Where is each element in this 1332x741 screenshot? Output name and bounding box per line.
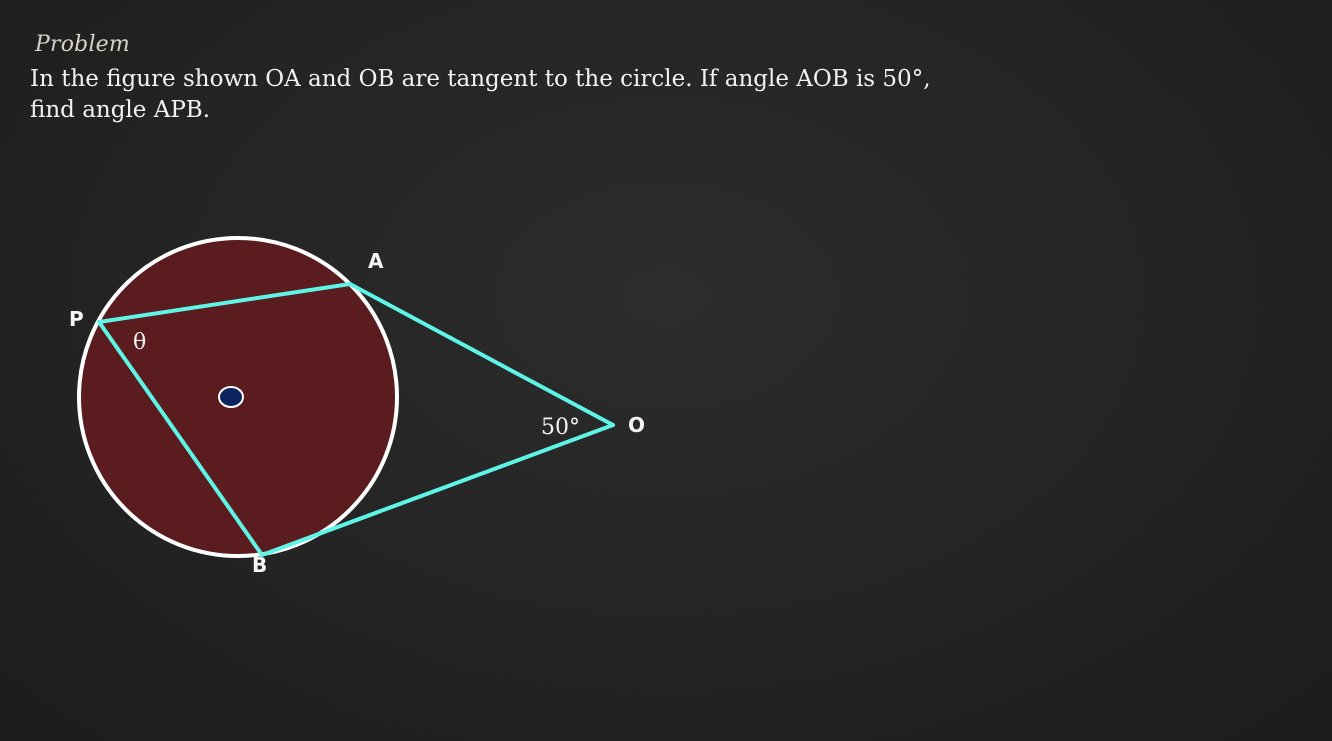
tangent-OB [260, 423, 615, 557]
problem-text-line-2: find angle APB. [30, 97, 211, 123]
chord-PB [97, 320, 264, 557]
point-label-B: B [252, 553, 267, 577]
chord-PA [97, 282, 352, 324]
slide-heading: Problem [35, 32, 130, 57]
tangent-OA [348, 282, 615, 427]
angle-label-theta: θ [133, 330, 146, 355]
problem-statement: In the figure shown OA and OB are tangen… [30, 64, 931, 126]
point-label-P: P [69, 307, 84, 331]
circle-center-dot [218, 386, 244, 408]
point-label-A: A [368, 249, 384, 273]
point-label-O: O [628, 413, 645, 437]
problem-text-line-1: In the figure shown OA and OB are tangen… [30, 66, 931, 92]
angle-label-aob: 50° [541, 415, 580, 440]
